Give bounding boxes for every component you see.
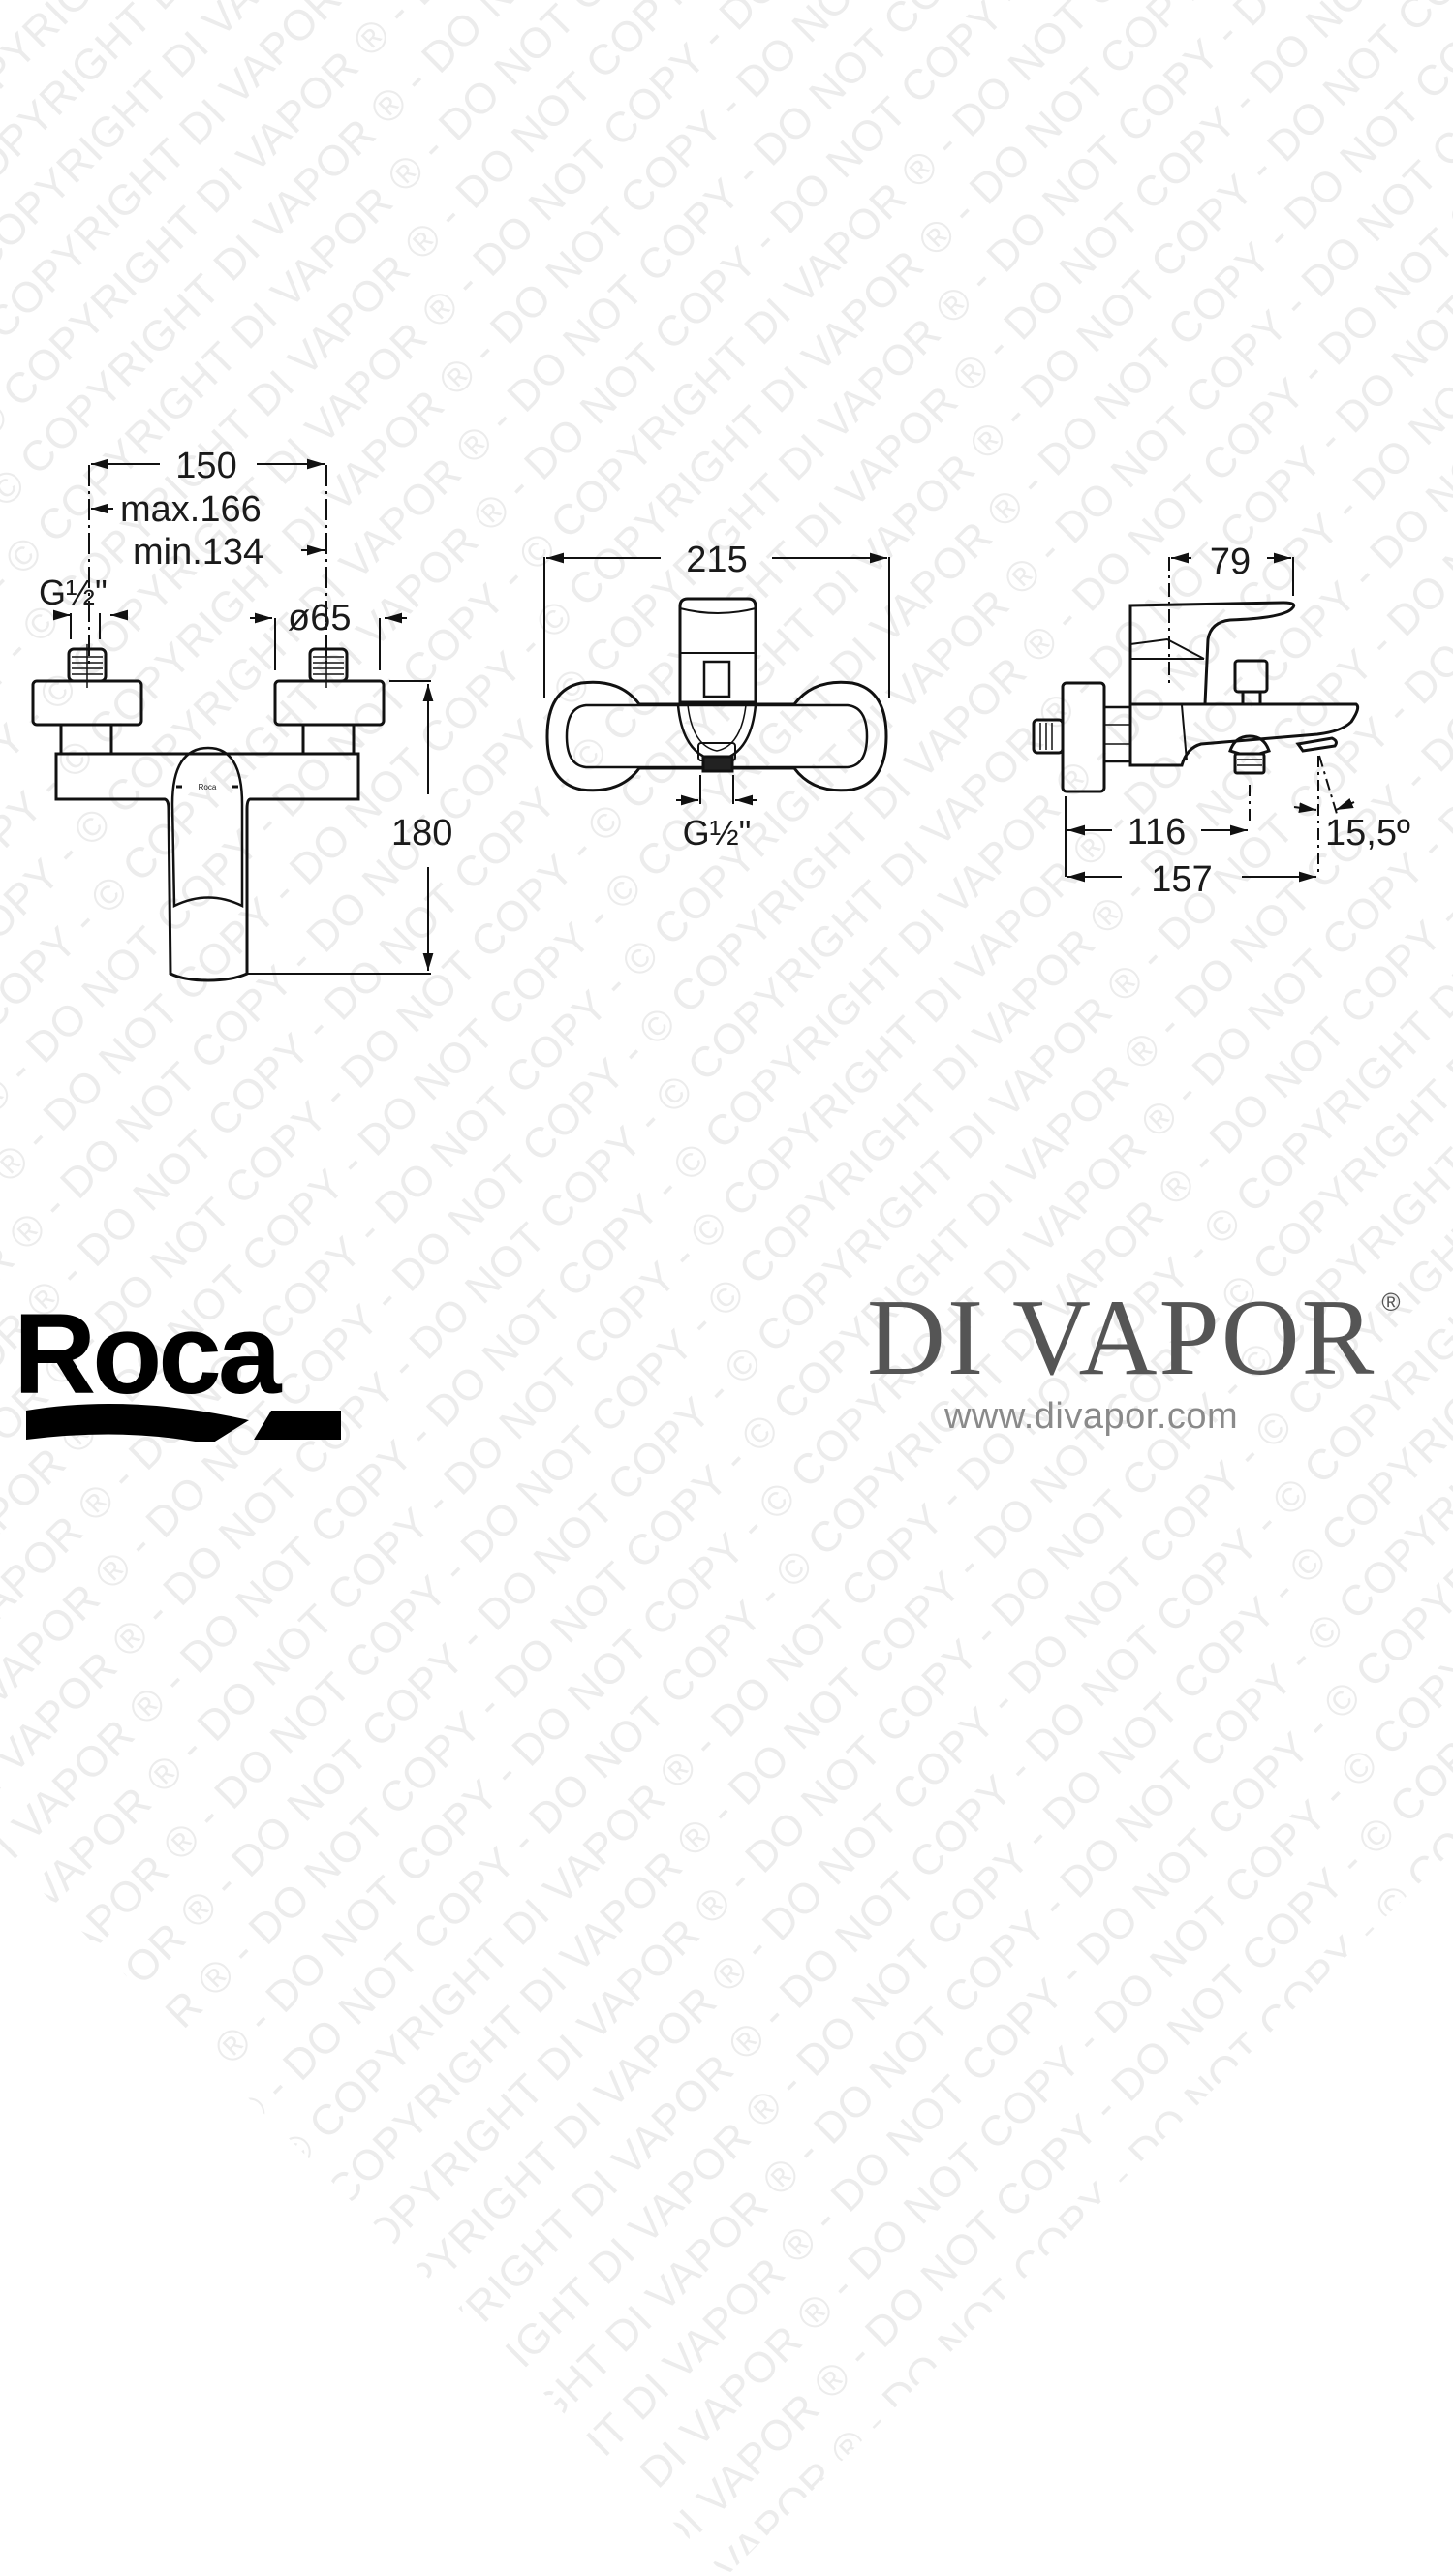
divapor-name: DI VAPOR (867, 1278, 1376, 1398)
divapor-title: DI VAPOR® (867, 1284, 1438, 1392)
dim-lever-label: 79 (1210, 542, 1251, 582)
registered-mark-icon: ® (1381, 1288, 1403, 1317)
dim-outlet-distance-label: 116 (1128, 812, 1187, 853)
roca-bar-icon (254, 1411, 346, 1440)
front-view (31, 458, 434, 982)
roca-logo-text: Roca (14, 1296, 283, 1418)
divapor-logo: DI VAPOR® www.divapor.com (867, 1284, 1438, 1438)
roca-wave-icon (26, 1403, 249, 1444)
dim-spout-projection-label: 157 (1151, 859, 1212, 900)
dim-max-label: max.166 (120, 489, 262, 530)
handle-logo: Roca (199, 783, 217, 791)
dim-outlet-thread-label: G½" (683, 813, 752, 853)
roca-logo: Roca (12, 1290, 346, 1446)
dim-min-label: min.134 (133, 532, 263, 573)
technical-drawing: 150 max.166 min.134 G½" ø65 180 Roca 215… (31, 446, 1410, 982)
dim-width-label: 215 (686, 540, 747, 580)
dim-escutcheon-label: ø65 (288, 598, 351, 638)
dim-inlet-thread-label: G½" (39, 573, 108, 612)
dim-centers-label: 150 (175, 446, 236, 486)
top-view (543, 552, 890, 806)
divapor-url[interactable]: www.divapor.com (944, 1396, 1239, 1437)
side-view (1032, 552, 1360, 883)
dim-spout-angle-label: 15,5º (1325, 813, 1410, 853)
dim-height-label: 180 (391, 813, 452, 853)
